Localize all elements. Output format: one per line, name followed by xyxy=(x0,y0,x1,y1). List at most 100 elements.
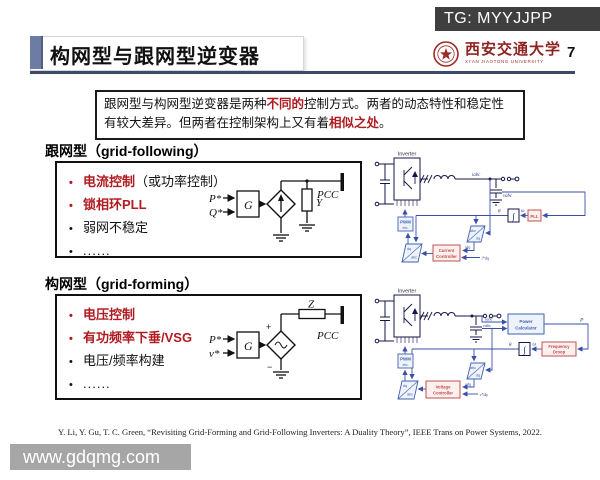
section-heading-grid-forming: 构网型（grid-forming） xyxy=(45,276,199,292)
intro-text-2: 控制方式。两者的动态特性和稳定性有较大差异。但两者在控制架构上又有着 xyxy=(104,97,505,130)
vdq-ref-label: v*dq xyxy=(480,392,488,397)
p-label: P xyxy=(579,318,584,324)
inverter-label: Inverter xyxy=(398,289,417,295)
grid-forming-bullets: •电压控制 •有功频率下垂/VSG •电压/频率构建 •...... xyxy=(57,296,360,396)
title-box xyxy=(30,36,304,71)
transform-label-abc: abc xyxy=(411,256,417,260)
pcc-bar xyxy=(340,306,344,324)
power-calculator-label1: Power xyxy=(519,319,532,324)
intro-highlight-1: 不同的 xyxy=(266,97,305,111)
power-stage xyxy=(374,294,502,344)
integrator-label: ∫ xyxy=(511,211,515,222)
frequency-droop-label1: Frequency xyxy=(548,344,570,349)
iabc-label: iabc xyxy=(485,317,493,322)
label-p-ref: P* xyxy=(208,334,222,346)
omega-label: ω xyxy=(521,209,525,214)
current-controller-label2: Controller xyxy=(436,254,457,259)
bullet-item: •电流控制（或功率控制） xyxy=(69,174,227,189)
power-calculator-label2: Calculator xyxy=(515,326,537,331)
current-controller-label1: Current xyxy=(439,248,455,253)
integrator-label: ∫ xyxy=(522,345,526,356)
site-watermark: www.gdqmg.com xyxy=(10,444,191,470)
omega-label: ω xyxy=(533,343,537,348)
label-pcc: PCC xyxy=(316,330,339,342)
idq-label: idq xyxy=(465,245,470,250)
citation: Y. Li, Y. Gu, T. C. Green, “Revisiting G… xyxy=(58,427,542,437)
bullet-item: •...... xyxy=(69,243,111,258)
idq-ref-label: i*dq xyxy=(482,256,489,261)
power-calculator-block xyxy=(507,313,545,335)
frequency-droop-label2: Droop xyxy=(553,350,566,355)
transform-label-dq: dq xyxy=(476,237,480,241)
vabc-label: vabc xyxy=(503,194,513,199)
bullet-item: •电压/频率构建 xyxy=(69,353,165,368)
pwm-block xyxy=(397,353,414,369)
current-source-arrow xyxy=(278,194,284,201)
theta-label: θ xyxy=(498,210,501,215)
control-wires xyxy=(402,316,589,397)
grid-following-equivalent-circuit: P* Q* G Y PCC xyxy=(208,173,344,242)
voltage-controller-label2: Controller xyxy=(433,391,453,396)
pll-label: PLL xyxy=(530,214,539,219)
integrator-block xyxy=(507,208,520,223)
bullet-item: •有功频率下垂/VSG xyxy=(69,330,193,345)
iabc-label: iabc xyxy=(472,173,481,178)
theta-label: θ xyxy=(509,343,512,348)
university-name-cn: 西安交通大学 xyxy=(465,42,562,59)
label-g-block: G xyxy=(244,198,253,212)
bullet-item: •弱网不稳定 xyxy=(69,220,149,235)
bullet-item: •锁相环PLL xyxy=(69,197,147,212)
label-v-ref: v* xyxy=(209,348,220,360)
pwm-block xyxy=(397,216,414,232)
university-seal-icon xyxy=(433,41,459,67)
label-pcc: PCC xyxy=(316,189,339,201)
label-minus: − xyxy=(267,362,272,372)
page-title: 构网型与跟网型逆变器 xyxy=(50,46,260,68)
transform-label-abc: abc xyxy=(407,393,413,397)
university-name-en: XI'AN JIAOTONG UNIVERSITY xyxy=(465,59,544,65)
pll-block xyxy=(527,209,542,222)
intro-highlight-2: 相似之处 xyxy=(329,115,380,130)
label-plus: + xyxy=(266,322,271,332)
label-g-block: G xyxy=(244,339,253,353)
integrator-block xyxy=(518,342,531,356)
page-number: 7 xyxy=(567,44,576,61)
transform-label-dq: dq xyxy=(403,384,407,388)
section-heading-grid-following: 跟网型（grid-following） xyxy=(45,143,208,159)
transform-label-dq: dq xyxy=(407,247,411,251)
telegram-badge: TG: MYYJJPP xyxy=(435,7,600,31)
intro-box: 跟网型与构网型逆变器是两种不同的控制方式。两者的动态特性和稳定性有较大差异。但两… xyxy=(95,90,525,140)
voltage-controller-block xyxy=(425,380,461,399)
transform-label-abc: abc xyxy=(470,229,476,233)
transform-label-abc: abc xyxy=(470,366,476,370)
bullet-item: •电压控制 xyxy=(69,307,136,322)
label-z-impedance: Z xyxy=(308,300,315,311)
label-q-ref: Q* xyxy=(209,207,223,219)
grid-forming-equivalent-circuit: P* v* G Z + − PCC xyxy=(208,300,344,379)
grid-following-control-diagram: Inverter PWM etc. iabc vabc PLL ∫ ω θ ab… xyxy=(374,152,586,263)
intro-text-3: 。 xyxy=(379,115,392,130)
vdq-label: vdq xyxy=(465,382,471,387)
power-stage xyxy=(374,157,520,207)
control-wires xyxy=(402,179,586,261)
title-divider xyxy=(30,71,575,74)
inverter-label: Inverter xyxy=(398,152,417,158)
pwm-label: PWM xyxy=(400,220,411,225)
grid-forming-control-diagram: Inverter PWM etc. iabc vabc Power Calcul… xyxy=(374,289,589,400)
pwm-label2: etc. xyxy=(402,363,408,367)
frequency-droop-block xyxy=(541,341,577,357)
label-y-admittance: Y xyxy=(316,197,324,209)
bullet-item: •...... xyxy=(69,376,111,391)
pwm-label2: etc. xyxy=(402,226,408,230)
grid-following-bullets: •电流控制（或功率控制） •锁相环PLL •弱网不稳定 •...... xyxy=(57,163,360,263)
current-controller-block xyxy=(432,244,461,262)
vabc-label: vabc xyxy=(483,323,491,328)
university-name: 西安交通大学 XI'AN JIAOTONG UNIVERSITY xyxy=(465,43,561,65)
grid-following-box: •电流控制（或功率控制） •锁相环PLL •弱网不稳定 •...... xyxy=(55,161,362,258)
pcc-bar xyxy=(340,173,344,191)
grid-forming-box: •电压控制 •有功频率下垂/VSG •电压/频率构建 •...... xyxy=(55,294,362,400)
label-p-ref: P* xyxy=(208,193,222,205)
pwm-label: PWM xyxy=(400,357,411,362)
voltage-controller-label1: Voltage xyxy=(436,385,451,390)
